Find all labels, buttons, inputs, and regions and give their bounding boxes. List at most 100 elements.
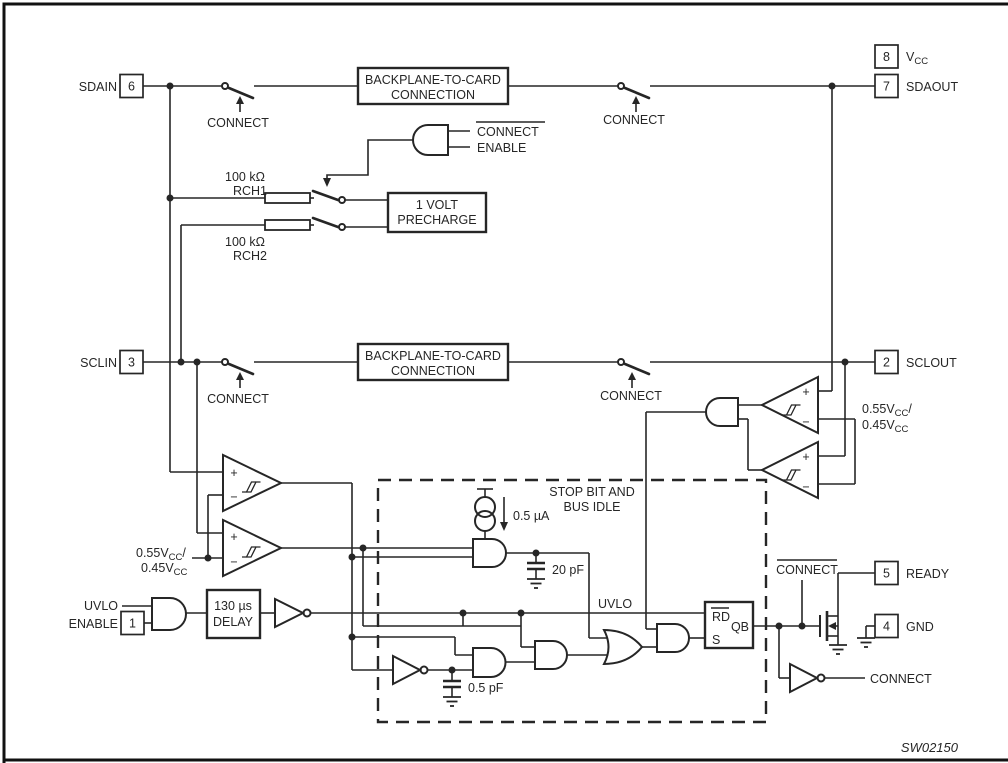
pin-sdain: SDAIN 6 xyxy=(79,73,144,99)
connect-switch-sda-left: CONNECT xyxy=(207,82,269,130)
pin-enable: ENABLE 1 xyxy=(69,610,145,636)
svg-text:0.45VCC: 0.45VCC xyxy=(141,561,188,578)
connect-label: CONNECT xyxy=(207,392,269,406)
svg-text:+: + xyxy=(802,450,809,464)
inverter-bubble xyxy=(302,608,312,618)
backplane-connection-box-sda: BACKPLANE-TO-CARD CONNECTION xyxy=(356,66,510,106)
switch-pivot xyxy=(221,82,229,90)
schmitt-icon xyxy=(782,404,801,416)
and-gate-set xyxy=(656,623,690,653)
switch-pivot xyxy=(338,196,346,204)
backplane-connection-box-scl: BACKPLANE-TO-CARD CONNECTION xyxy=(356,342,510,382)
inverter-bubble xyxy=(419,665,429,675)
precharge-switch-rch1 xyxy=(311,178,346,204)
pin-number: 1 xyxy=(129,617,136,631)
arrow-up xyxy=(628,372,636,380)
connect-switch-scl-left: CONNECT xyxy=(207,358,269,406)
uvlo-input-label: UVLO xyxy=(84,599,118,613)
pin-label: ENABLE xyxy=(69,617,118,631)
schmitt-icon xyxy=(242,546,261,558)
connect-out-label: CONNECT xyxy=(870,672,932,686)
stop-bit-title-2: BUS IDLE xyxy=(564,500,621,514)
pin-sclout: 2 SCLOUT xyxy=(874,349,957,375)
switch-pivot xyxy=(221,358,229,366)
capacitor-05pf: 0.5 pF xyxy=(443,670,504,707)
arrow-up xyxy=(236,372,244,380)
switch-pivot xyxy=(617,358,625,366)
capacitor-20pf: 20 pF xyxy=(527,553,584,589)
and-gate-output-sense xyxy=(705,397,739,427)
arrow-up xyxy=(236,96,244,104)
cap-value: 20 pF xyxy=(552,563,584,577)
rch1-value: 100 kΩ xyxy=(225,170,265,184)
pin-vcc: 8 VCC xyxy=(874,44,928,69)
pin-label: SDAOUT xyxy=(906,80,958,94)
junction-dots xyxy=(166,82,849,674)
enable-label: ENABLE xyxy=(477,141,526,155)
connect-bar-label: CONNECT xyxy=(477,125,539,139)
vref-label-right: 0.55VCC/ 0.45VCC xyxy=(862,402,912,435)
ff-reset-label: RD xyxy=(712,610,730,624)
resistor-rch1: 100 kΩ RCH1 xyxy=(225,170,311,204)
current-value: 0.5 µA xyxy=(513,509,550,523)
inverter-connect-out: CONNECT xyxy=(789,662,932,694)
pin-label: SCLOUT xyxy=(906,356,957,370)
pin-number: 8 xyxy=(883,50,890,64)
and-gate-stop-2 xyxy=(534,640,568,670)
switch-blade xyxy=(227,86,255,100)
stop-bit-title-1: STOP BIT AND xyxy=(549,485,634,499)
ff-out-label: QB xyxy=(731,620,749,634)
precharge-box: 1 VOLT PRECHARGE xyxy=(386,191,488,234)
mosfet-body-arrow xyxy=(828,622,836,630)
switch-pivot xyxy=(338,223,346,231)
comparator-sda-output: + − xyxy=(759,375,819,435)
pin-number: 5 xyxy=(883,567,890,581)
switch-pivot xyxy=(617,82,625,90)
connect-switch-sda-right: CONNECT xyxy=(603,82,665,127)
pin-number: 2 xyxy=(883,356,890,370)
svg-text:−: − xyxy=(230,555,237,569)
inverter-delay xyxy=(274,597,312,629)
stop-bit-bus-idle-region xyxy=(376,478,768,724)
connect-switch-scl-right: CONNECT xyxy=(600,358,662,403)
svg-text:+: + xyxy=(230,466,237,480)
svg-text:0.55VCC/: 0.55VCC/ xyxy=(862,402,912,419)
cap-value: 0.5 pF xyxy=(468,681,504,695)
switch-blade xyxy=(623,362,651,376)
pin-label: VCC xyxy=(906,50,928,67)
pin-sdaout: 7 SDAOUT xyxy=(874,73,958,99)
svg-text:CONNECTION: CONNECTION xyxy=(391,364,475,378)
svg-text:−: − xyxy=(230,490,237,504)
svg-text:BACKPLANE-TO-CARD: BACKPLANE-TO-CARD xyxy=(365,73,501,87)
arrow-up xyxy=(632,96,640,104)
pin-ready: 5 READY xyxy=(874,560,950,586)
svg-text:+: + xyxy=(230,530,237,544)
mosfet-ready: CONNECT xyxy=(776,559,847,655)
and-gate-stop-1 xyxy=(472,647,507,678)
uvlo-internal-label: UVLO xyxy=(598,597,632,611)
pin-number: 6 xyxy=(128,80,135,94)
vref-label-left: 0.55VCC/ 0.45VCC xyxy=(136,546,188,578)
pin-label: GND xyxy=(906,620,934,634)
switch-blade xyxy=(623,86,651,100)
svg-text:+: + xyxy=(802,385,809,399)
pin-number: 4 xyxy=(883,620,890,634)
svg-text:1 VOLT: 1 VOLT xyxy=(416,198,459,212)
gnd-pin-ground-icon xyxy=(857,637,875,648)
and-gate-precharge: CONNECT ENABLE xyxy=(412,121,545,156)
arrow-down xyxy=(323,178,331,187)
ground-icon xyxy=(443,696,461,707)
or-gate xyxy=(602,628,644,666)
and-gate-uvlo-enable xyxy=(151,597,187,631)
comparator-sda-input: + − xyxy=(222,453,284,513)
schmitt-icon xyxy=(782,469,801,481)
ground-icon xyxy=(829,644,847,655)
rch1-name: RCH1 xyxy=(233,184,267,198)
pin-label: READY xyxy=(906,567,950,581)
inverter-filter xyxy=(392,654,429,686)
switch-blade xyxy=(311,216,340,229)
comparator-scl-input: + − xyxy=(222,518,284,578)
pin-sclin: SCLIN 3 xyxy=(80,349,144,375)
